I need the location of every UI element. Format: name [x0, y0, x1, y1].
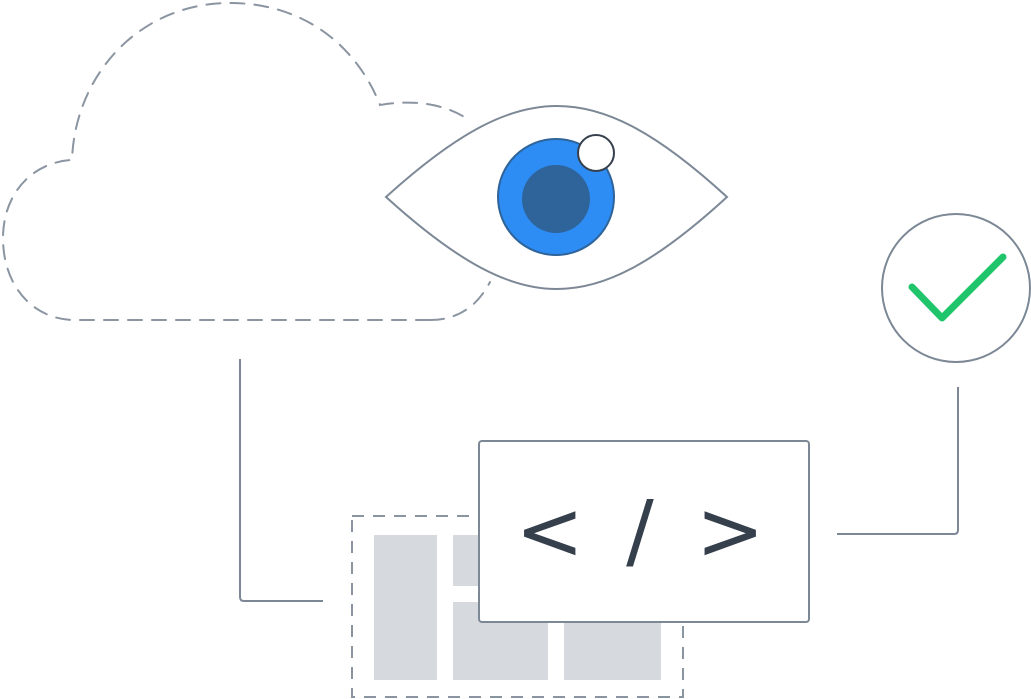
code-card: < / > [478, 440, 810, 623]
connector-code-check [837, 387, 959, 535]
connector-cloud-layout [239, 359, 323, 602]
code-brackets-icon: < / > [515, 483, 773, 579]
eye-icon [384, 104, 729, 291]
highlight-shape [577, 134, 615, 172]
cloud-icon [1, 1, 491, 321]
layout-block-left [374, 535, 437, 680]
check-circle-icon [881, 213, 1031, 363]
pupil-shape [522, 165, 590, 233]
